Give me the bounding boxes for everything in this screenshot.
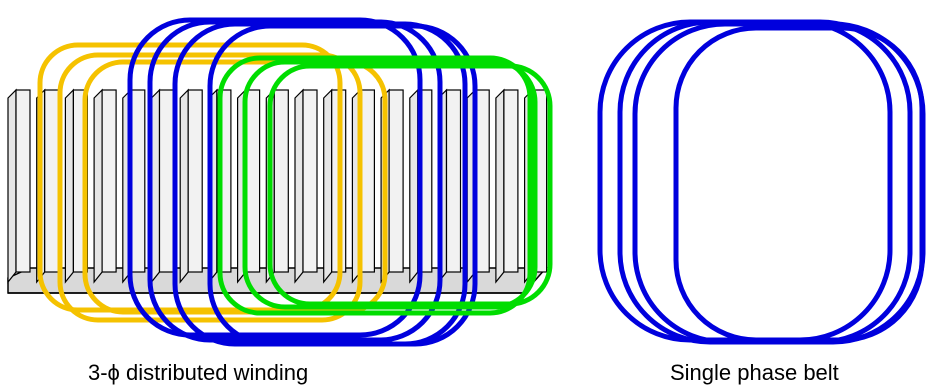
core-tooth-side [294, 88, 304, 284]
belt-coil [617, 19, 913, 345]
core-tooth-side [64, 88, 75, 284]
distributed-winding-coils [37, 17, 553, 347]
phase-b-coil [82, 59, 388, 315]
phase-c-coil [267, 63, 553, 307]
single-phase-belt-coils [597, 19, 926, 345]
core-tooth [130, 89, 146, 273]
core-tooth-side [409, 88, 419, 284]
phase-b-coil [57, 52, 363, 323]
core-tooth-side [7, 88, 17, 284]
core-tooth-side [323, 88, 333, 284]
distributed-winding-caption: 3-ϕ distributed winding [88, 360, 309, 385]
core-tooth-side [179, 88, 189, 284]
core-tooth [44, 89, 60, 273]
core-tooth [245, 89, 261, 273]
core-tooth [15, 89, 31, 273]
core-tooth [503, 89, 519, 273]
single-phase-belt-caption: Single phase belt [670, 360, 839, 385]
core-tooth-side [150, 88, 161, 284]
core-tooth-side [495, 88, 505, 284]
belt-coil [673, 25, 925, 343]
core-tooth [445, 89, 462, 273]
phase-c-coil [217, 55, 533, 316]
phase-c-coil [242, 59, 538, 310]
core-tooth [158, 89, 175, 273]
core-tooth [101, 89, 117, 273]
core-tooth [187, 89, 203, 273]
core-tooth-side [93, 88, 103, 284]
core-tooth [388, 89, 404, 273]
core-tooth [273, 89, 289, 273]
phase-a-coil [207, 23, 478, 347]
core-tooth [302, 89, 318, 273]
